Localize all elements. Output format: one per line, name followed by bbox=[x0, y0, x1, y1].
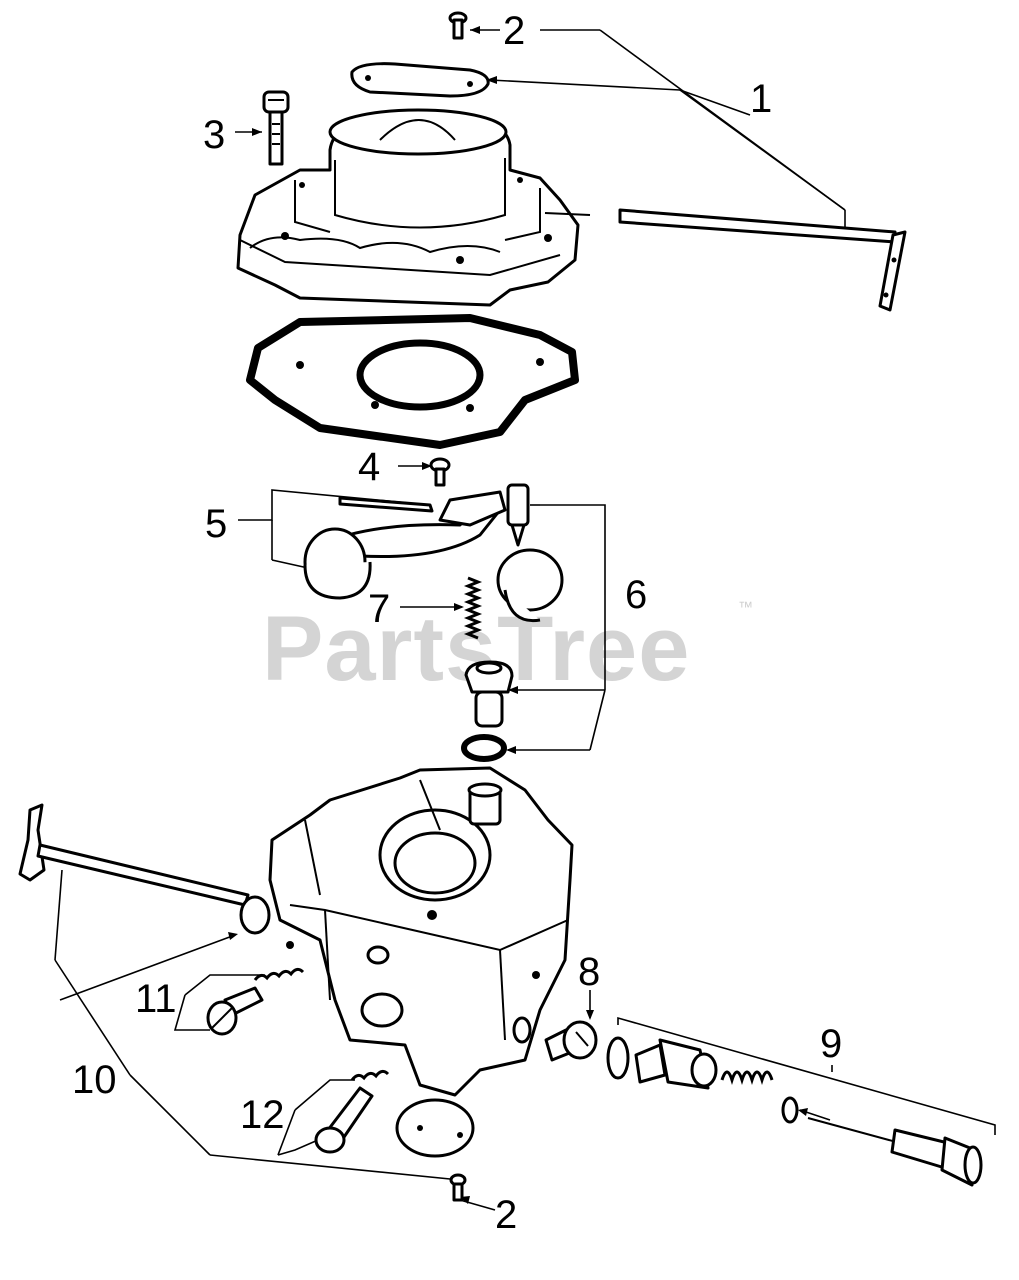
needle-seat-part bbox=[464, 660, 514, 728]
callout-2-top: 2 bbox=[503, 9, 525, 53]
lower-carburetor-body-part bbox=[268, 766, 574, 1097]
o-ring-part bbox=[461, 734, 507, 762]
upper-carburetor-body-part bbox=[236, 108, 580, 307]
idle-screw-part bbox=[206, 967, 305, 1036]
long-screw-part bbox=[262, 90, 290, 166]
choke-shaft-part bbox=[544, 208, 907, 312]
callout-5: 5 bbox=[205, 502, 227, 546]
gasket-part bbox=[246, 314, 579, 449]
throttle-shaft-part bbox=[18, 803, 271, 935]
screw-bottom-part bbox=[449, 1173, 467, 1202]
throttle-plate-part bbox=[395, 1098, 475, 1158]
callout-2-bottom: 2 bbox=[495, 1193, 517, 1237]
spring-part bbox=[463, 576, 483, 640]
cover-plate-part bbox=[350, 62, 490, 98]
callout-8: 8 bbox=[578, 950, 600, 994]
mixture-screw-part bbox=[314, 1069, 390, 1154]
bowl-plug-part bbox=[544, 1020, 598, 1062]
callout-1: 1 bbox=[750, 77, 772, 121]
watermark-trademark: ™ bbox=[738, 599, 753, 616]
callout-3: 3 bbox=[203, 113, 225, 157]
callout-9: 9 bbox=[820, 1022, 842, 1066]
main-jet-assembly-part bbox=[606, 1036, 983, 1187]
float-assembly-part bbox=[303, 483, 564, 623]
screw-top-part bbox=[448, 11, 468, 40]
callout-10: 10 bbox=[72, 1058, 117, 1102]
small-screw-part bbox=[429, 457, 451, 487]
callout-4: 4 bbox=[358, 445, 380, 489]
callout-7: 7 bbox=[368, 587, 390, 631]
callout-11: 11 bbox=[135, 977, 177, 1021]
callouts: 1 2 2 3 4 5 6 7 8 9 10 11 12 bbox=[72, 9, 842, 1237]
callout-6: 6 bbox=[625, 573, 647, 617]
callout-12: 12 bbox=[240, 1093, 285, 1137]
